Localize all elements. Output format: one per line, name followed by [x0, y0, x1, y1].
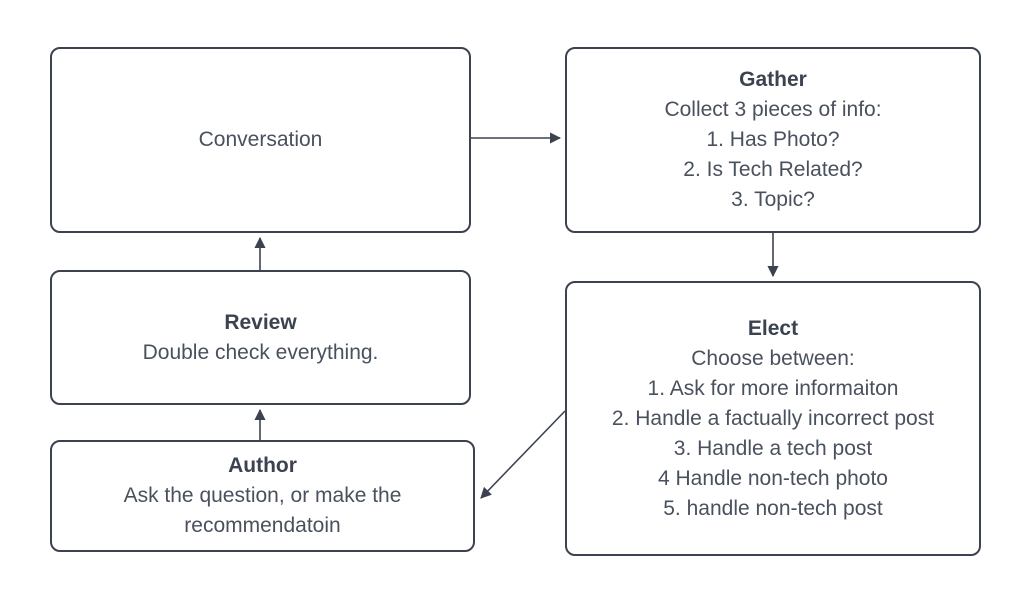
node-conversation[interactable]: Conversation	[50, 47, 471, 233]
node-author-line-1: Ask the question, or make the	[123, 484, 402, 507]
node-elect-line-3: 2. Handle a factually incorrect post	[611, 406, 935, 430]
node-review-title: Review	[224, 310, 297, 334]
node-gather-title: Gather	[739, 68, 807, 91]
node-elect-title: Elect	[747, 316, 799, 340]
node-elect-line-5: 4 Handle non-tech photo	[657, 466, 888, 490]
node-author-line-2: recommendatoin	[184, 514, 341, 537]
node-gather-line-1: Collect 3 pieces of info:	[664, 98, 882, 121]
node-author[interactable]: Author Ask the question, or make the rec…	[50, 440, 475, 552]
node-elect-line-4: 3. Handle a tech post	[673, 436, 873, 460]
edge-elect-to-author	[480, 410, 566, 499]
node-elect-line-6: 5. handle non-tech post	[663, 496, 883, 520]
node-gather-line-3: 2. Is Tech Related?	[683, 158, 863, 181]
node-author-title: Author	[228, 454, 297, 477]
node-gather-line-2: 1. Has Photo?	[706, 128, 840, 151]
node-conversation-line-1: Conversation	[198, 128, 323, 151]
node-elect-line-2: 1. Ask for more informaiton	[647, 376, 899, 400]
node-review-line-1: Double check everything.	[142, 340, 379, 364]
node-gather-line-4: 3. Topic?	[731, 188, 815, 211]
node-elect[interactable]: Elect Choose between: 1. Ask for more in…	[565, 281, 981, 556]
node-elect-line-1: Choose between:	[691, 346, 855, 370]
node-review[interactable]: Review Double check everything.	[50, 270, 471, 405]
node-gather[interactable]: Gather Collect 3 pieces of info: 1. Has …	[565, 47, 981, 233]
